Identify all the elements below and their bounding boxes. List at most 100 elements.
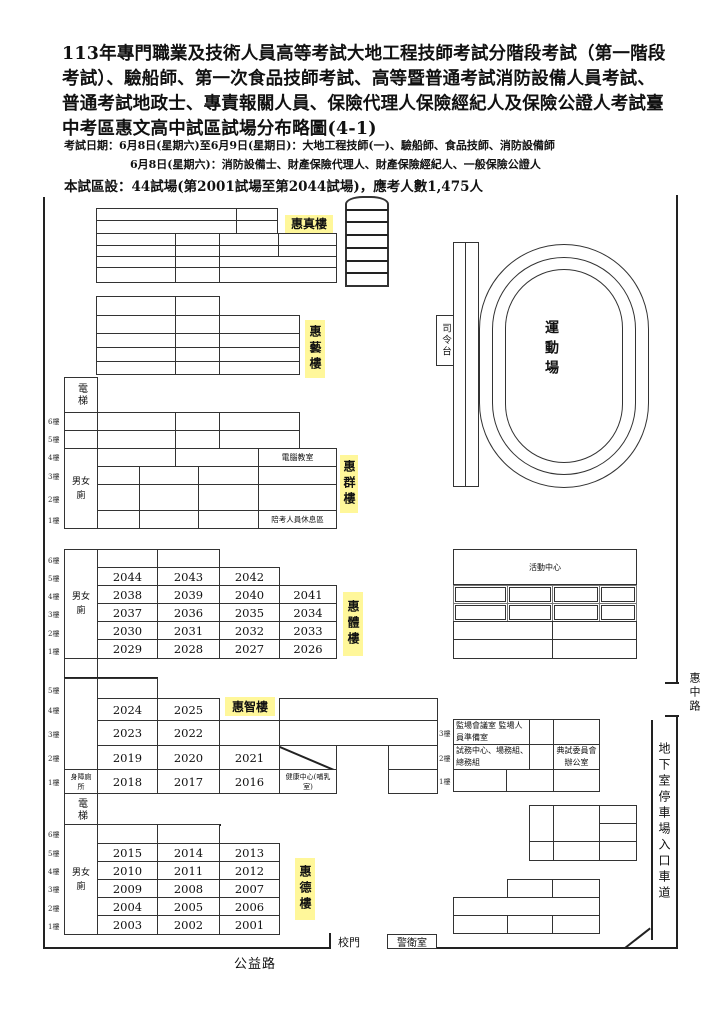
huiqun-room (97, 412, 176, 431)
floor-label: 5樓 (48, 436, 60, 444)
exam-room-2010: 2010 (97, 861, 158, 880)
exam-room-2004: 2004 (97, 897, 158, 916)
huiyi-room (175, 296, 220, 316)
huizhi-room (279, 720, 438, 746)
floor-label: 1樓 (439, 778, 451, 786)
committee-office: 典試委員會辦公室 (553, 744, 600, 770)
huiqun-room (258, 466, 337, 485)
admin-room (529, 719, 554, 745)
huiqun-room (97, 484, 140, 511)
track-field-label: 運動場 (543, 320, 559, 380)
floor-label: 3樓 (48, 611, 60, 619)
huizhen-room (219, 267, 337, 283)
floor-label: 3樓 (48, 731, 60, 739)
huizhen-room (96, 220, 238, 234)
huiyi-room (219, 347, 300, 362)
huiyi-room (175, 347, 220, 362)
restroom: 男女廁 (64, 549, 98, 659)
se-building-room (507, 915, 553, 934)
building-label-huizhi: 惠智樓 (225, 697, 275, 716)
floor-label: 6樓 (48, 557, 60, 565)
huiyi-room (96, 315, 176, 334)
floor-label: 2樓 (48, 630, 60, 638)
activity-center: 活動中心 (453, 549, 637, 585)
huizhi-room (97, 678, 158, 699)
huizhi-room (219, 720, 280, 746)
floor-label: 1樓 (48, 923, 60, 931)
activity-center-room (552, 585, 600, 604)
gate-post-west (329, 933, 331, 949)
activity-center-room (552, 621, 637, 640)
huizhi-room (279, 698, 438, 721)
building-label-huizhen: 惠真樓 (285, 215, 333, 233)
se-building-room (599, 805, 637, 824)
exam-room-2015: 2015 (97, 843, 158, 862)
track-middle (492, 257, 636, 475)
huizhong-road-label: 惠中路 (688, 672, 701, 714)
huiqun-room (139, 510, 199, 529)
exam-room-2009: 2009 (97, 879, 158, 898)
floor-label: 5樓 (48, 687, 60, 695)
huiqun-room (175, 412, 220, 431)
huiqun-room (139, 484, 199, 511)
accessible-restroom: 身障廁所 (64, 769, 98, 794)
huiqun-room (139, 466, 199, 485)
south-boundary-wall (43, 947, 331, 949)
exam-room-2012: 2012 (219, 861, 280, 880)
se-building-room (599, 823, 637, 842)
floor-label: 4樓 (48, 868, 60, 876)
connector-line (64, 677, 158, 679)
exam-room-2001: 2001 (219, 915, 280, 935)
building-label-huiti: 惠體樓 (343, 592, 363, 656)
se-building-room (453, 915, 508, 934)
building-label-huiyi: 惠藝樓 (305, 320, 325, 378)
activity-center-room (599, 603, 637, 622)
se-building-room (453, 897, 600, 916)
podium-bar (465, 242, 479, 487)
exam-room-2034: 2034 (279, 603, 337, 622)
restroom: 男女廁 (64, 824, 98, 935)
huiqun-room (198, 484, 259, 511)
floor-label: 3樓 (48, 473, 60, 481)
exam-room-2032: 2032 (219, 621, 280, 640)
track-outer (479, 244, 649, 488)
activity-center-room (507, 603, 553, 622)
se-building-room (552, 879, 600, 898)
computer-room: 電腦教室 (258, 448, 337, 467)
huiqun-room (97, 466, 140, 485)
exam-room-2026: 2026 (279, 639, 337, 659)
huiqun-room (175, 430, 220, 449)
huiqun-room (64, 412, 98, 431)
stair-line (346, 209, 388, 211)
exam-room-2014: 2014 (157, 843, 220, 862)
exam-room-2023: 2023 (97, 720, 158, 746)
exam-room-2042: 2042 (219, 567, 280, 586)
huizhi-stair (64, 678, 98, 770)
exam-room-2002: 2002 (157, 915, 220, 935)
huiqun-room (175, 448, 259, 467)
huiqun-room (97, 448, 176, 467)
floor-label: 4樓 (48, 593, 60, 601)
page-title: 113年專門職業及技術人員高等考試大地工程技師考試分階段考試（第一階段考試）、驗… (62, 44, 666, 139)
east-boundary-tick-south (665, 715, 679, 717)
admin-room (453, 769, 507, 792)
exam-service-center: 試務中心、場務組、總務組 (453, 744, 530, 770)
exam-room-2008: 2008 (157, 879, 220, 898)
exam-room-2017: 2017 (157, 769, 220, 794)
exam-room-2044: 2044 (97, 567, 158, 586)
floor-label: 1樓 (48, 779, 60, 787)
exam-room-2041: 2041 (279, 585, 337, 604)
exam-room-2043: 2043 (157, 567, 220, 586)
activity-center-room (552, 603, 600, 622)
exam-room-2003: 2003 (97, 915, 158, 935)
huiqun-room (97, 510, 140, 529)
site-summary: 本試區設：44試場(第2001試場至第2044試場)，應考人數1,475人 (64, 179, 483, 195)
east-boundary-wall-south (676, 715, 678, 949)
activity-center-room (507, 585, 553, 604)
parking-entrance-label: 地下室停車場入口車道 (657, 742, 671, 902)
huiyi-room (219, 361, 300, 375)
se-building-room (552, 915, 600, 934)
activity-center-room (453, 639, 553, 659)
admin-room (506, 769, 554, 792)
floor-label: 3樓 (439, 730, 451, 738)
